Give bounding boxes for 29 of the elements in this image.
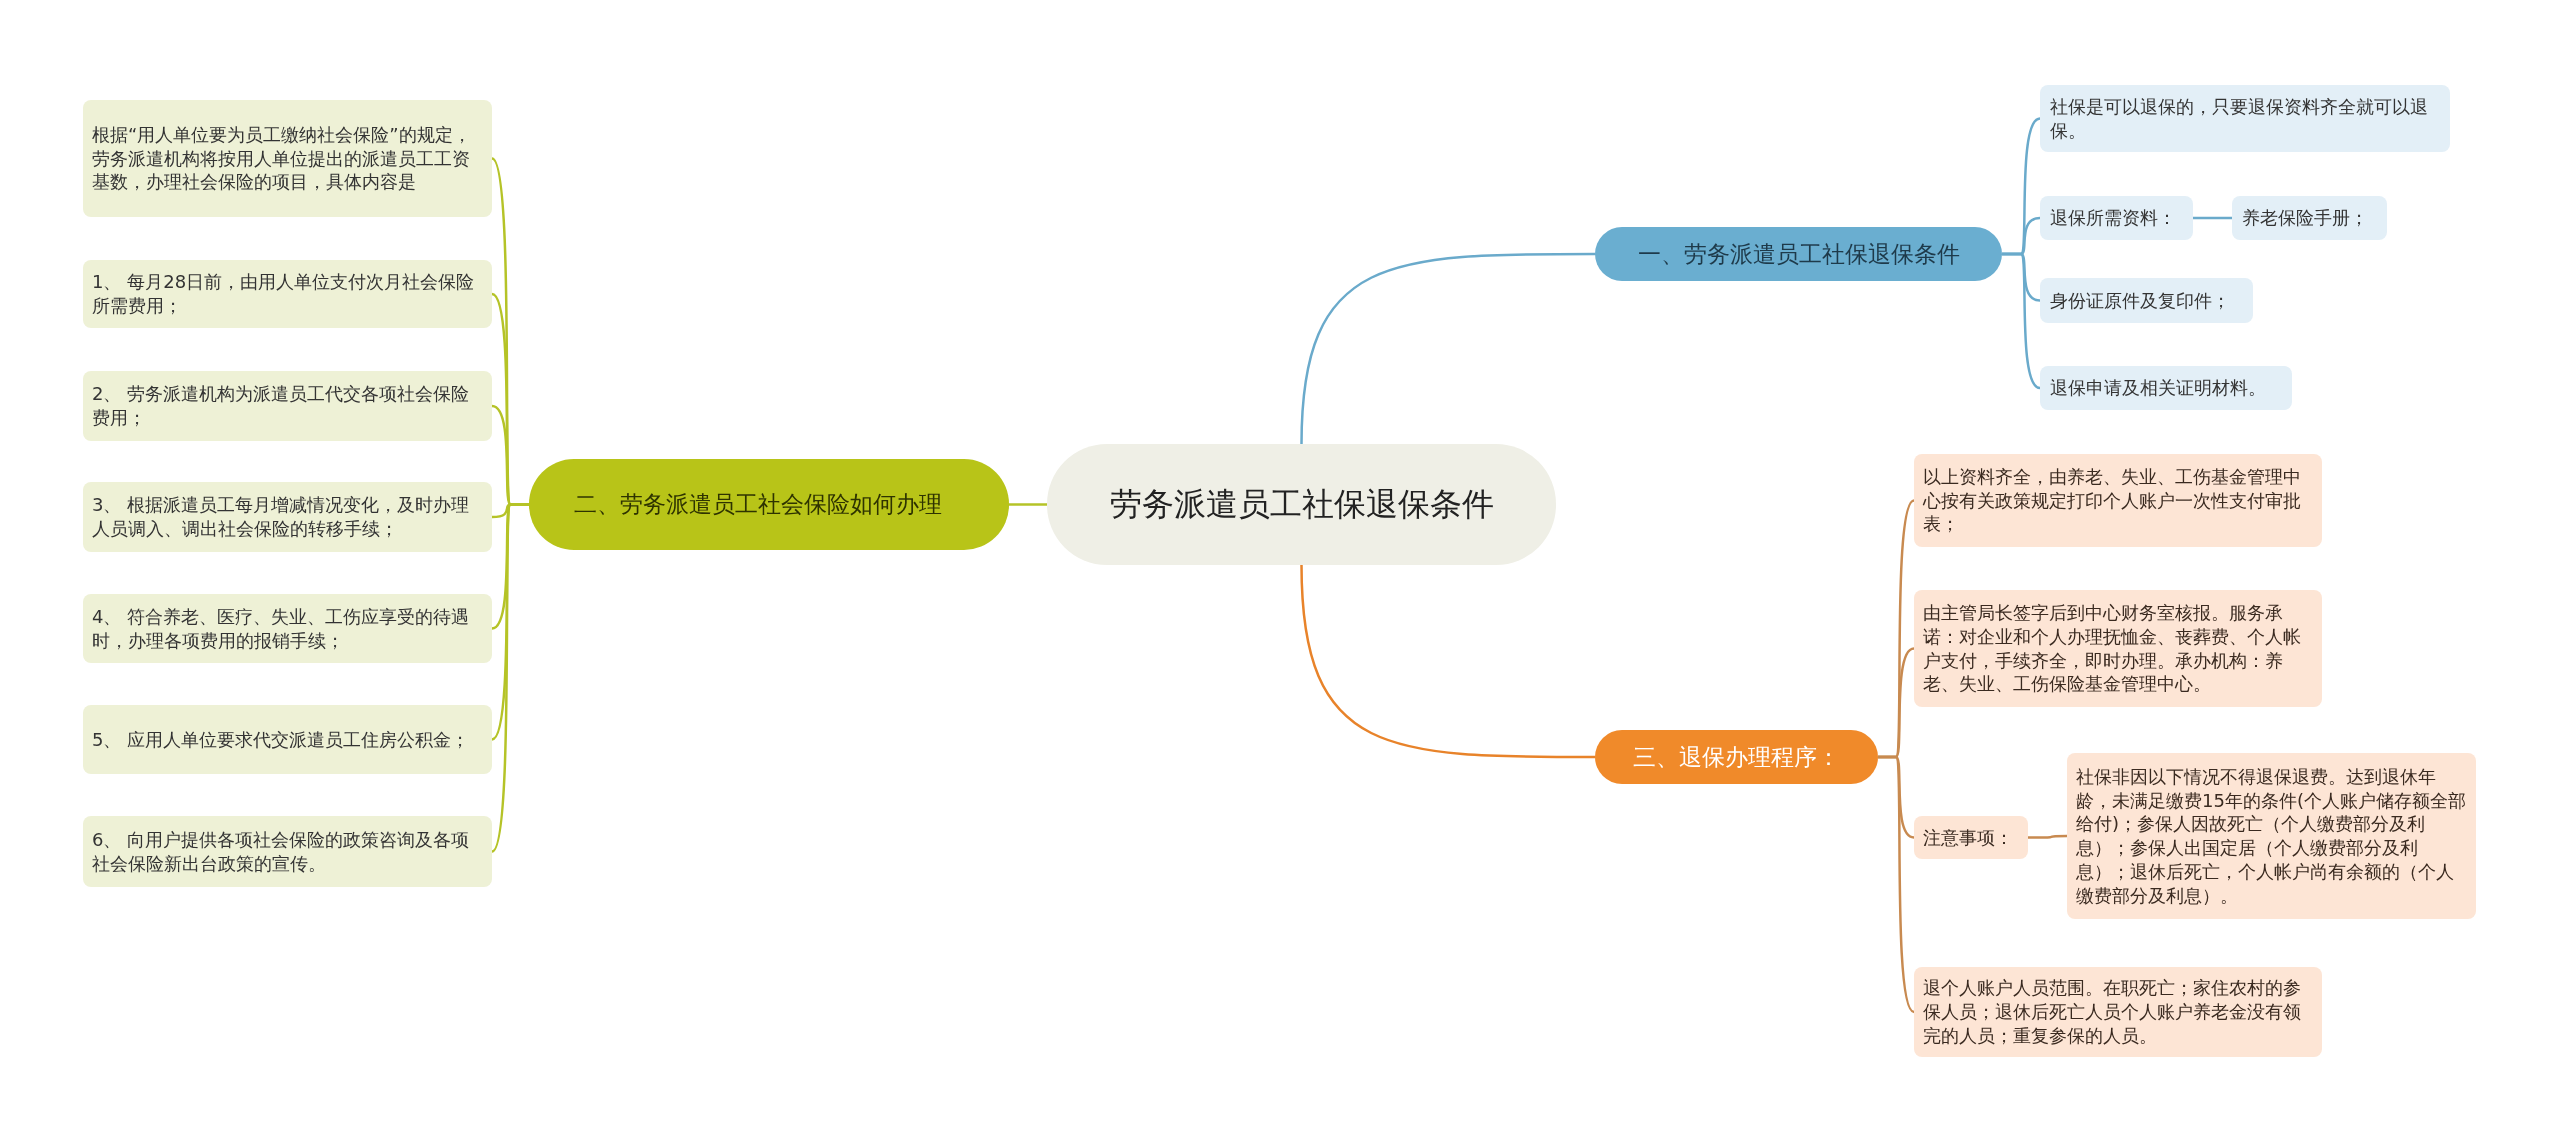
subtopic-box: 4、 符合养老、医疗、失业、工伤应享受的待遇时，办理各项费用的报销手续； <box>83 594 492 663</box>
subtopic-box: 退保申请及相关证明材料。 <box>2040 366 2292 410</box>
branch-topic: 三、退保办理程序： <box>1595 730 1878 784</box>
subtopic-box: 由主管局长签字后到中心财务室核报。服务承诺：对企业和个人办理抚恤金、丧葬费、个人帐户支付，手续齐全，即时办理。承办机构：养老、失业、工伤保险基金管理中心。 <box>1914 590 2322 707</box>
connector-line <box>491 503 529 853</box>
branch-topic: 二、劳务派遣员工社会保险如何办理 <box>529 459 1009 550</box>
central-topic: 劳务派遣员工社保退保条件 <box>1047 444 1556 565</box>
connector-line <box>2028 834 2067 839</box>
subtopic-box: 根据“用人单位要为员工缴纳社会保险”的规定，劳务派遣机构将按用人单位提出的派遣员工工资基数，办理社会保险的项目，具体内容是 <box>83 100 492 217</box>
connector-line <box>1300 252 1595 445</box>
connector-line <box>1009 503 1047 506</box>
connector-line <box>1300 564 1595 759</box>
connector-line <box>2193 216 2232 220</box>
subtopic-box: 1、 每月28日前，由用人单位支付次月社会保险所需费用； <box>83 260 492 328</box>
subtopic-box: 社保是可以退保的，只要退保资料齐全就可以退保。 <box>2040 85 2450 152</box>
subtopic-box: 2、 劳务派遣机构为派遣员工代交各项社会保险费用； <box>83 371 492 441</box>
connector-line <box>1878 755 1915 1013</box>
subtopic-box: 社保非因以下情况不得退保退费。达到退休年龄，未满足缴费15年的条件(个人账户储存额全部给付)；参保人因故死亡（个人缴费部分及利息）；参保人出国定居（个人缴费部分及利息）；退休后死亡，个人帐户尚有余额的（个人缴费部分及利息）。 <box>2067 753 2476 919</box>
subtopic-box: 退保所需资料： <box>2040 196 2193 240</box>
subtopic-box: 注意事项： <box>1914 816 2028 859</box>
subtopic-box: 养老保险手册； <box>2232 196 2387 240</box>
subtopic-box: 5、 应用人单位要求代交派遣员工住房公积金； <box>83 705 492 774</box>
subtopic-box: 以上资料齐全，由养老、失业、工伤基金管理中心按有关政策规定打印个人账户一次性支付审批表； <box>1914 454 2322 547</box>
subtopic-box: 身份证原件及复印件； <box>2040 278 2253 323</box>
connector-line <box>2002 252 2041 390</box>
subtopic-box: 退个人账户人员范围。在职死亡；家住农村的参保人员；退休后死亡人员个人账户养老金没有领完的人员；重复参保的人员。 <box>1914 967 2322 1057</box>
subtopic-box: 6、 向用户提供各项社会保险的政策咨询及各项社会保险新出台政策的宣传。 <box>83 816 492 887</box>
subtopic-box: 3、 根据派遣员工每月增减情况变化，及时办理人员调入、调出社会保险的转移手续； <box>83 482 492 552</box>
branch-topic: 一、劳务派遣员工社保退保条件 <box>1595 227 2002 281</box>
